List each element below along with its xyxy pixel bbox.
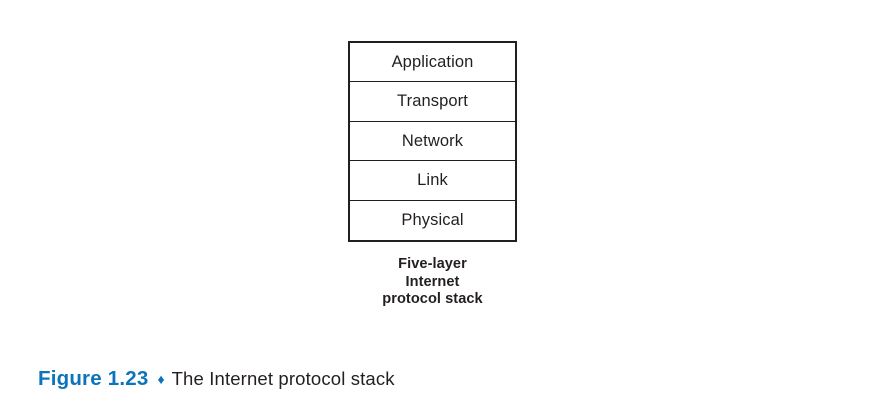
protocol-stack-diagram: Application Transport Network Link Physi… bbox=[348, 41, 517, 242]
stack-caption-line-3: protocol stack bbox=[382, 291, 483, 308]
layer-label-link: Link bbox=[417, 171, 448, 190]
figure-caption-text: The Internet protocol stack bbox=[171, 368, 395, 389]
layer-label-physical: Physical bbox=[401, 211, 464, 229]
layer-label-application: Application bbox=[391, 52, 474, 71]
layer-row: Link bbox=[350, 161, 515, 201]
layer-label-network: Network bbox=[401, 131, 464, 150]
figure-area: Application Transport Network Link Physi… bbox=[348, 41, 517, 309]
layer-row: Transport bbox=[350, 82, 515, 122]
figure-number-label: Figure 1.23 bbox=[38, 367, 149, 390]
stack-caption-line-1: Five-layer bbox=[398, 256, 467, 272]
stack-caption: Five-layer Internet protocol stack bbox=[348, 256, 517, 309]
stack-caption-line-2: Internet bbox=[405, 273, 460, 290]
figure-caption: Figure 1.23 ♦ The Internet protocol stac… bbox=[38, 367, 395, 391]
diamond-separator-icon: ♦ bbox=[157, 371, 165, 387]
layer-label-transport: Transport bbox=[397, 92, 468, 111]
layer-row: Physical bbox=[350, 201, 515, 240]
layer-row: Application bbox=[350, 43, 515, 83]
layer-row: Network bbox=[350, 122, 515, 162]
